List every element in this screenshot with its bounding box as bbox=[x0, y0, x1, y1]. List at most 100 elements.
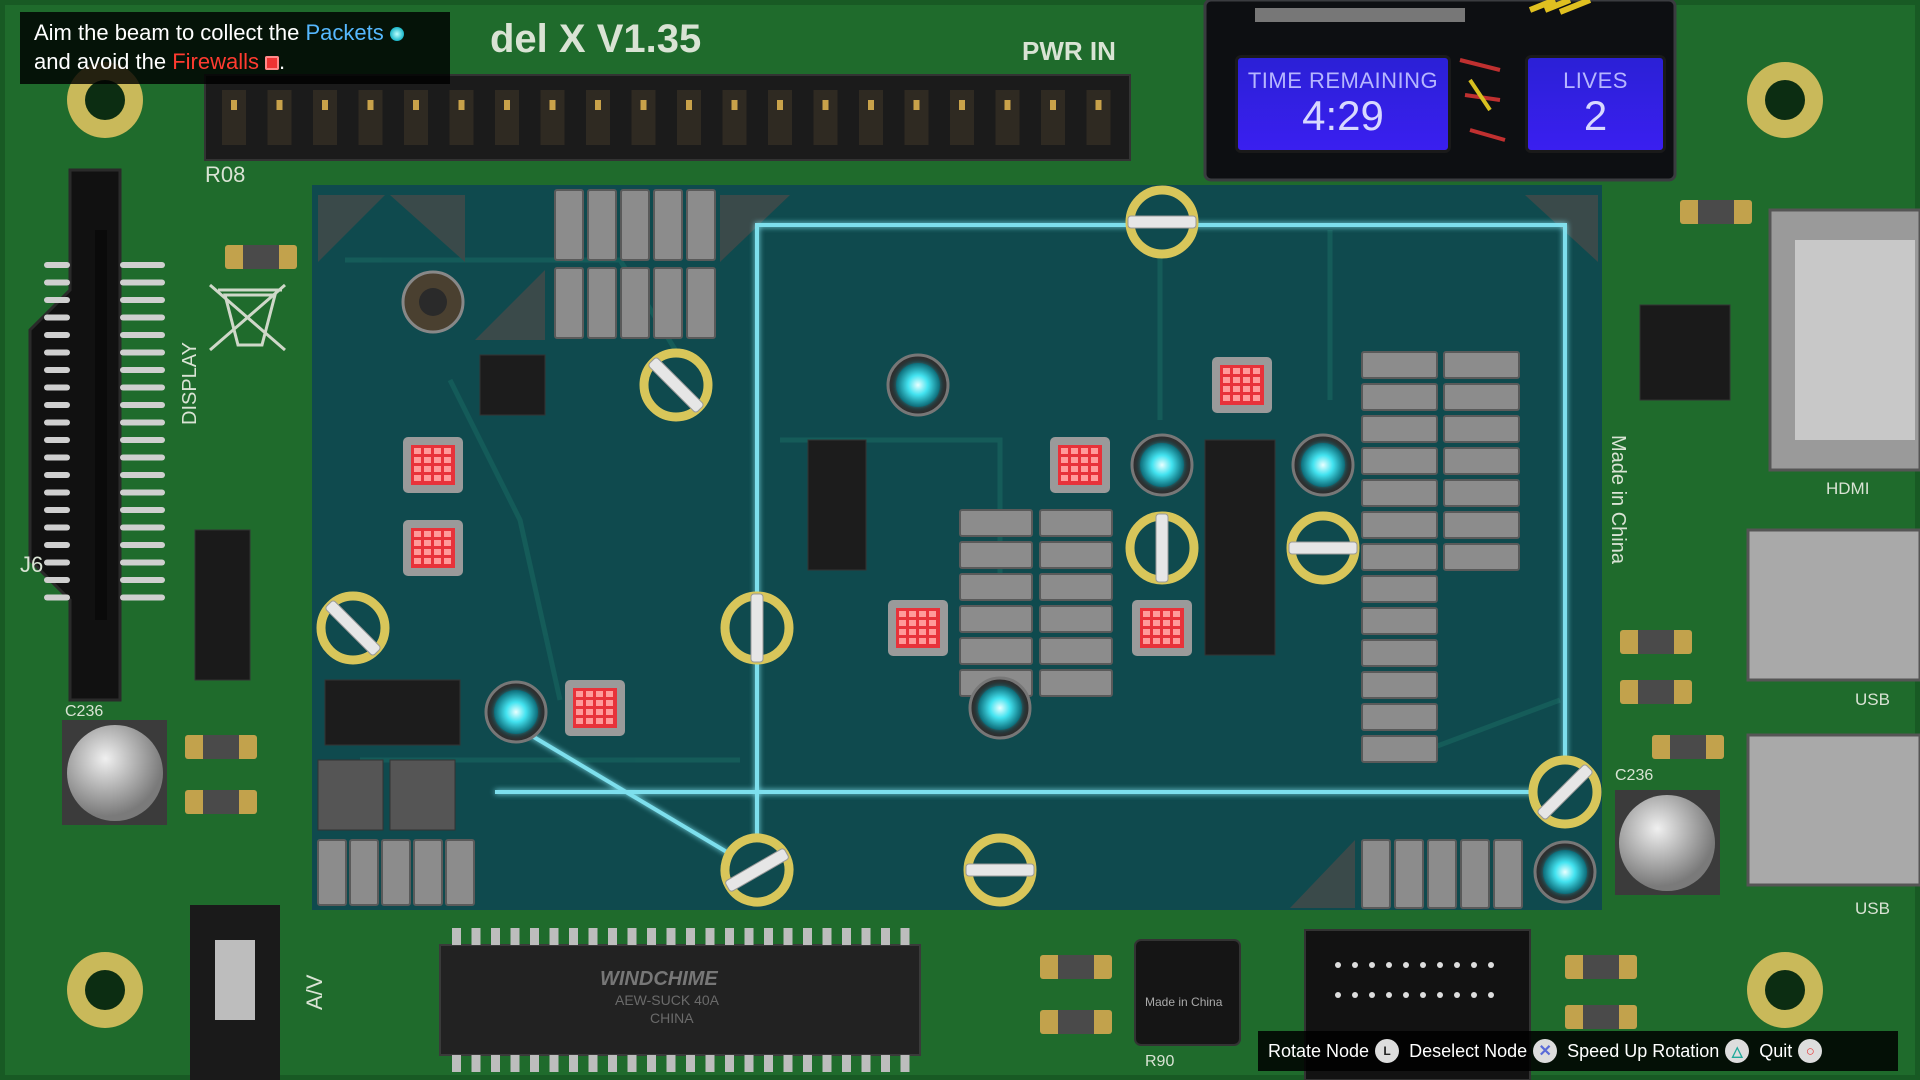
electrolytic-cap-left bbox=[62, 720, 167, 825]
header-pin bbox=[859, 90, 883, 145]
packet bbox=[1291, 433, 1355, 497]
packet-icon bbox=[389, 27, 404, 41]
header-pin bbox=[1086, 90, 1111, 145]
packet bbox=[484, 680, 548, 744]
chip-right-top bbox=[1639, 304, 1731, 401]
lives-display: LIVES 2 bbox=[1525, 55, 1666, 153]
triangle-button-icon: △ bbox=[1725, 1039, 1750, 1063]
header-pin bbox=[813, 90, 838, 145]
beam-source-node bbox=[401, 270, 465, 334]
mirror-node[interactable] bbox=[306, 581, 399, 674]
av-jack bbox=[190, 905, 280, 1080]
instruction-text: and avoid the bbox=[34, 49, 173, 74]
firewall bbox=[403, 437, 463, 493]
resistor-arrays bbox=[317, 189, 1523, 909]
mounting-holes bbox=[67, 62, 1823, 1028]
speed-up-rotation-control[interactable]: Speed Up Rotation △ bbox=[1567, 1039, 1750, 1063]
time-remaining-value: 4:29 bbox=[1302, 92, 1384, 139]
windchime-chip: WINDCHIME AEW-SUCK 40A CHINA bbox=[439, 928, 921, 1072]
header-pin bbox=[222, 90, 246, 145]
packet bbox=[968, 676, 1032, 740]
av-label: A/V bbox=[302, 974, 327, 1010]
instruction-text: Aim the beam to collect the bbox=[34, 20, 306, 45]
play-area-chips bbox=[317, 354, 1276, 831]
deselect-node-label: Deselect Node bbox=[1409, 1040, 1528, 1061]
header-pin bbox=[540, 90, 565, 145]
lives-label: LIVES bbox=[1563, 68, 1628, 93]
board-title: del X V1.35 bbox=[490, 17, 701, 61]
header-pin bbox=[495, 90, 519, 145]
firewall bbox=[1050, 437, 1110, 493]
instruction-line-1: Aim the beam to collect the Packets bbox=[34, 18, 436, 47]
left-stick-icon: L bbox=[1375, 1039, 1400, 1063]
chip-origin: CHINA bbox=[650, 1010, 694, 1026]
laser-beam bbox=[495, 223, 1567, 872]
cross-button-icon: ✕ bbox=[1533, 1039, 1558, 1063]
header-pin bbox=[449, 90, 474, 145]
instruction-line-2: and avoid the Firewalls. bbox=[34, 47, 436, 76]
r08-label: R08 bbox=[205, 162, 245, 187]
speed-up-rotation-label: Speed Up Rotation bbox=[1567, 1040, 1720, 1061]
firewall bbox=[403, 520, 463, 576]
header-pin bbox=[631, 90, 656, 145]
circle-button-icon: ○ bbox=[1798, 1039, 1823, 1063]
pwr-in-label: PWR IN bbox=[1022, 36, 1116, 66]
usb-port-1 bbox=[1746, 528, 1920, 682]
chip-left-vertical bbox=[194, 529, 251, 681]
quit-label: Quit bbox=[1759, 1040, 1793, 1061]
mirror-node[interactable] bbox=[720, 591, 794, 665]
mirror-node[interactable] bbox=[712, 825, 803, 914]
small-chip-text: Made in China bbox=[1145, 995, 1223, 1009]
packet bbox=[1533, 840, 1597, 904]
firewall bbox=[565, 680, 625, 736]
j6-label: J6 bbox=[20, 552, 43, 577]
time-remaining-label: TIME REMAINING bbox=[1247, 68, 1439, 93]
capacitor-bank-left bbox=[185, 245, 297, 814]
usb-label-1: USB bbox=[1855, 690, 1890, 709]
controls-bar: Rotate Node L Deselect Node ✕ Speed Up R… bbox=[1258, 1031, 1898, 1071]
chip-model: AEW-SUCK 40A bbox=[615, 992, 720, 1008]
firewalls-word: Firewalls bbox=[172, 49, 260, 74]
capacitor-bank-right bbox=[1040, 200, 1752, 1034]
mirror-node[interactable] bbox=[1518, 745, 1611, 838]
mirror-node[interactable] bbox=[1125, 185, 1199, 259]
rotate-node-control[interactable]: Rotate Node L bbox=[1268, 1039, 1400, 1063]
firewall bbox=[1212, 357, 1272, 413]
mirror-node[interactable] bbox=[1125, 511, 1199, 585]
usb-port-2 bbox=[1746, 733, 1920, 887]
weee-bin-icon bbox=[209, 283, 286, 352]
c236-label-left: C236 bbox=[65, 703, 103, 720]
hdmi-port bbox=[1768, 208, 1920, 472]
pin-header bbox=[204, 74, 1131, 161]
hdmi-label: HDMI bbox=[1826, 479, 1869, 498]
time-remaining-display: TIME REMAINING 4:29 bbox=[1235, 55, 1451, 153]
electrolytic-cap-right bbox=[1615, 790, 1720, 895]
c236-label-right: C236 bbox=[1615, 767, 1653, 784]
header-pin bbox=[904, 90, 929, 145]
packets-word: Packets bbox=[305, 20, 384, 45]
firewall-icon bbox=[265, 56, 280, 70]
instruction-box: Aim the beam to collect the Packets and … bbox=[20, 12, 450, 84]
header-pin bbox=[1041, 90, 1065, 145]
header-pin bbox=[404, 90, 428, 145]
display-connector bbox=[28, 168, 165, 702]
header-pin bbox=[677, 90, 701, 145]
header-pin bbox=[586, 90, 610, 145]
mirror-node[interactable] bbox=[629, 338, 722, 431]
header-pin bbox=[722, 90, 747, 145]
usb-label-2: USB bbox=[1855, 899, 1890, 918]
mirror-node[interactable] bbox=[1286, 511, 1360, 585]
header-pin bbox=[358, 90, 383, 145]
rotate-node-label: Rotate Node bbox=[1268, 1040, 1370, 1061]
packet bbox=[886, 353, 950, 417]
small-chip-bottom: Made in China bbox=[1134, 939, 1241, 1046]
header-pin bbox=[313, 90, 337, 145]
chip-brand: WINDCHIME bbox=[600, 968, 718, 990]
instruction-period: . bbox=[279, 49, 286, 74]
mirror-node[interactable] bbox=[963, 833, 1037, 907]
deselect-node-control[interactable]: Deselect Node ✕ bbox=[1409, 1039, 1558, 1063]
quit-control[interactable]: Quit ○ bbox=[1759, 1039, 1823, 1063]
made-in-china-label: Made in China bbox=[1607, 435, 1629, 565]
display-label: DISPLAY bbox=[179, 342, 201, 425]
